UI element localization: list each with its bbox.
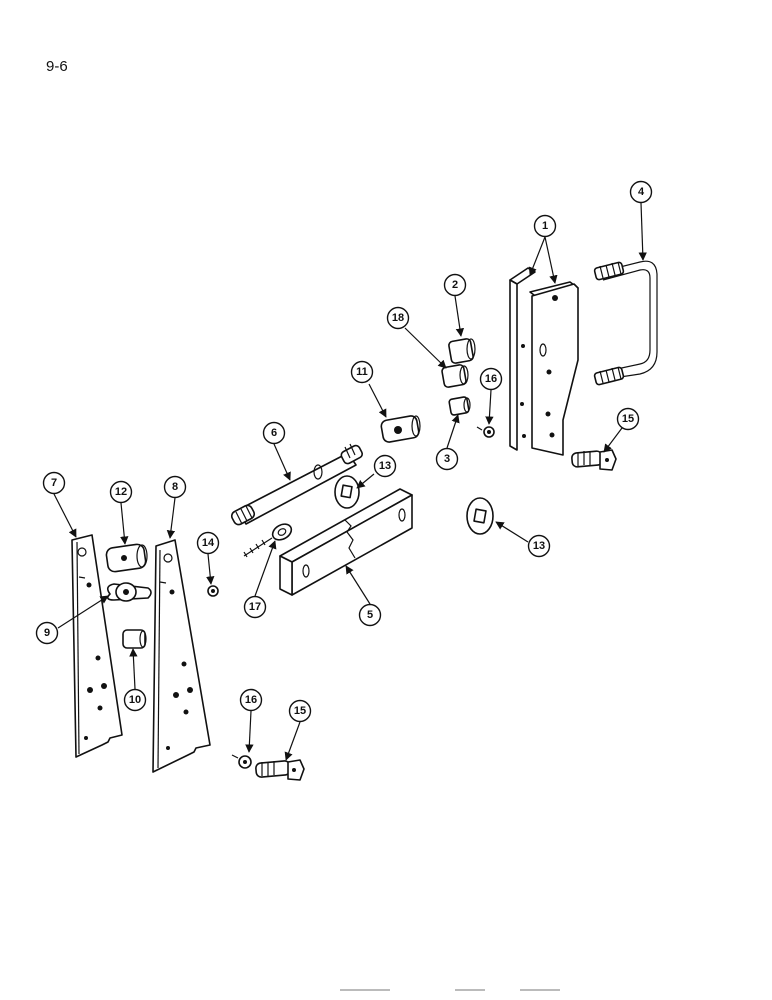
svg-text:11: 11 [356, 366, 368, 378]
part-bushing-medium [441, 364, 469, 388]
part-square-tube [279, 488, 413, 596]
part-mounting-bracket [509, 267, 579, 456]
callout-2: 2 [443, 273, 467, 297]
callout-7: 7 [42, 471, 66, 495]
part-shaft [230, 443, 364, 526]
svg-text:7: 7 [51, 477, 57, 489]
part-nut [207, 585, 219, 597]
callout-17: 17 [243, 595, 267, 619]
callout-15-lower: 15 [288, 699, 312, 723]
part-wing-bolt [106, 582, 152, 602]
leader-lines [53, 202, 647, 761]
callout-6: 6 [262, 421, 286, 445]
part-bushing-large [448, 338, 476, 364]
part-grease-fitting-lower [231, 754, 252, 769]
svg-text:13: 13 [379, 460, 391, 472]
svg-text:10: 10 [129, 694, 141, 706]
svg-text:9: 9 [44, 627, 50, 639]
callout-13-upper: 13 [373, 454, 397, 478]
svg-text:15: 15 [622, 413, 634, 425]
svg-text:12: 12 [115, 486, 127, 498]
part-eye-bolt [243, 523, 293, 558]
callout-16-upper: 16 [479, 367, 503, 391]
svg-text:2: 2 [452, 279, 458, 291]
part-plate-right [152, 539, 211, 773]
svg-text:1: 1 [542, 220, 548, 232]
svg-text:14: 14 [202, 537, 215, 549]
callout-5: 5 [358, 603, 382, 627]
svg-text:4: 4 [638, 186, 645, 198]
callout-13-lower: 13 [527, 534, 551, 558]
part-u-bolt [593, 260, 658, 386]
callout-8: 8 [163, 475, 187, 499]
part-small-bushing [122, 629, 147, 649]
part-washer-lower [466, 497, 494, 535]
svg-text:16: 16 [245, 694, 257, 706]
svg-text:8: 8 [172, 481, 178, 493]
callout-12: 12 [109, 480, 133, 504]
part-bushing-small [448, 396, 471, 416]
callout-9: 9 [35, 621, 59, 645]
callout-1: 1 [533, 214, 557, 238]
page-number: 9-6 [46, 58, 68, 75]
callout-3: 3 [435, 447, 459, 471]
part-grease-fitting-upper [476, 426, 495, 438]
svg-text:18: 18 [392, 312, 404, 324]
svg-text:16: 16 [485, 373, 497, 385]
part-bolt-upper [571, 449, 617, 471]
svg-text:15: 15 [294, 705, 306, 717]
callout-16-lower: 16 [239, 688, 263, 712]
callout-11: 11 [350, 360, 374, 384]
callout-14: 14 [196, 531, 220, 555]
callout-15-upper: 15 [616, 407, 640, 431]
part-spacer-bushing [105, 543, 148, 573]
callout-4: 4 [629, 180, 653, 204]
svg-text:5: 5 [367, 609, 373, 621]
svg-text:17: 17 [249, 601, 261, 613]
svg-text:3: 3 [444, 453, 450, 465]
callout-18: 18 [386, 306, 410, 330]
svg-text:13: 13 [533, 540, 545, 552]
part-plate-left [71, 534, 123, 758]
part-cross-pin [380, 415, 421, 443]
callout-10: 10 [123, 688, 147, 712]
svg-text:6: 6 [271, 427, 277, 439]
part-washer-upper [334, 475, 360, 509]
part-bolt-lower [255, 759, 305, 781]
